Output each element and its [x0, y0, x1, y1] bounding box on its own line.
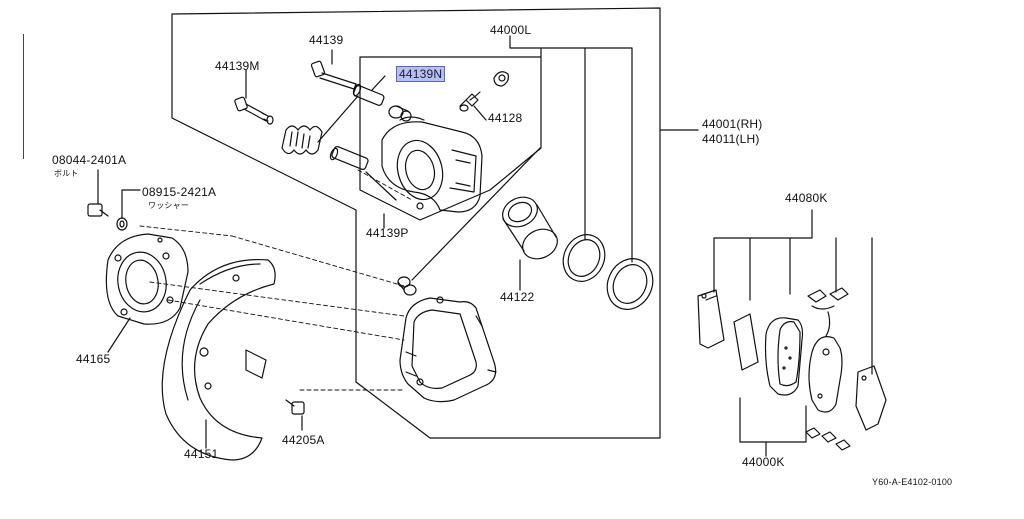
label-44139: 44139 — [309, 33, 344, 47]
label-44128: 44128 — [488, 111, 523, 125]
assembly-outline — [171, 7, 661, 439]
label-washer-jp: ワッシャー — [148, 201, 189, 210]
guide-pin-44139p — [329, 145, 369, 171]
margin-rule — [23, 34, 24, 159]
brake-pad-left — [764, 317, 804, 396]
label-44165: 44165 — [76, 352, 111, 366]
kit-outline — [359, 56, 542, 221]
label-44151: 44151 — [184, 447, 219, 461]
washer-08915-2421a — [116, 217, 128, 231]
diagram-reference: Y60-A-E4102-0100 — [872, 477, 953, 487]
guide-pin-44139m — [234, 96, 274, 125]
piston-seal — [562, 234, 606, 282]
label-44122: 44122 — [500, 290, 535, 304]
dust-shield-44151 — [161, 258, 276, 461]
label-44011-lh: 44011(LH) — [702, 132, 760, 146]
guide-pin-44139 — [310, 60, 357, 90]
label-44139p: 44139P — [366, 226, 409, 240]
label-bolt-jp: ボルト — [54, 169, 79, 178]
label-44000l: 44000L — [490, 23, 532, 37]
caliper-mounting-bracket — [399, 296, 497, 403]
pad-shim-outer — [697, 289, 725, 349]
pad-kit-leaders — [713, 209, 873, 457]
sleeve-bushing — [388, 105, 412, 122]
label-44139m: 44139M — [215, 59, 260, 73]
pin-boot — [281, 125, 323, 155]
guide-sleeve-44139n — [352, 83, 385, 106]
label-08915-2421a: 08915-2421A — [142, 185, 217, 199]
backing-plate-44165 — [105, 233, 189, 325]
lower-bushing — [397, 276, 417, 296]
bolt-44205a — [285, 399, 305, 415]
label-44000k: 44000K — [742, 455, 785, 469]
label-44080k: 44080K — [785, 191, 828, 205]
label-44001-rh: 44001(RH) — [702, 117, 763, 131]
pad-wear-plate — [855, 365, 887, 431]
anti-rattle-clips — [807, 287, 849, 337]
bolt-08044-2401a — [87, 203, 109, 217]
dust-boot — [606, 258, 654, 310]
pad-retaining-clips — [805, 427, 851, 451]
label-44205a: 44205A — [282, 433, 325, 447]
piston-44122 — [502, 196, 558, 260]
label-08044-2401a: 08044-2401A — [52, 153, 127, 167]
brake-pad-right — [808, 336, 843, 413]
bleeder-cap — [493, 71, 509, 87]
pad-shim-inner — [733, 313, 759, 371]
caliper-body — [381, 116, 483, 213]
label-44139n-highlighted[interactable]: 44139N — [396, 66, 446, 82]
bleeder-screw-44128 — [459, 91, 481, 112]
